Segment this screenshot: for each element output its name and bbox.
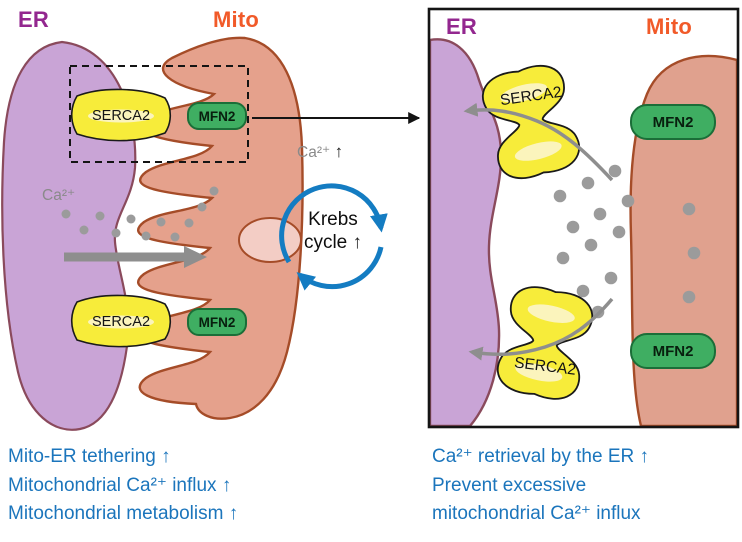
caption-line: Ca²⁺ retrieval by the ER ↑ bbox=[432, 446, 649, 467]
ca-dot bbox=[584, 238, 598, 252]
mfn2-box-left-bottom: MFN2 bbox=[187, 308, 247, 336]
up-arrow: ↑ bbox=[352, 232, 363, 253]
mfn2-label-right-bottom: MFN2 bbox=[652, 342, 694, 360]
zoom-panel-border bbox=[427, 7, 740, 429]
er-label-right: ER bbox=[446, 14, 477, 39]
ca-dot bbox=[184, 218, 194, 228]
mito-label-left: Mito bbox=[213, 7, 260, 32]
zoom-region-dashed-box bbox=[69, 65, 249, 163]
ca-dot bbox=[612, 225, 626, 239]
ca-dot bbox=[608, 164, 622, 178]
caption-left-column: Mito-ER tethering ↑ Mitochondrial Ca²⁺ i… bbox=[8, 443, 238, 529]
ca-dot bbox=[581, 176, 595, 190]
ca-dot bbox=[156, 217, 166, 227]
ca-dot bbox=[197, 202, 207, 212]
caption-line: mitochondrial Ca²⁺ influx bbox=[432, 503, 641, 524]
ca-dot bbox=[553, 189, 567, 203]
er-shape-right bbox=[430, 38, 503, 426]
caption-line: Mitochondrial Ca²⁺ influx ↑ bbox=[8, 474, 232, 496]
mfn2-box-right-bottom: MFN2 bbox=[630, 333, 716, 369]
ca-dot bbox=[111, 228, 121, 238]
mfn2-label-right-top: MFN2 bbox=[652, 113, 694, 131]
mfn2-label-left-bottom: MFN2 bbox=[198, 314, 236, 330]
calcium-ions-left bbox=[61, 186, 219, 242]
ca-dot bbox=[593, 207, 607, 221]
mfn2-box-right-top: MFN2 bbox=[630, 104, 716, 140]
calcium-influx-arrow bbox=[64, 246, 207, 268]
caption-line: Mitochondrial metabolism ↑ bbox=[8, 503, 239, 524]
caption-right-column: Ca²⁺ retrieval by the ER ↑ Prevent exces… bbox=[432, 443, 649, 529]
ca-dot bbox=[126, 214, 136, 224]
serca2-shape-right-top bbox=[481, 64, 581, 180]
ca-retrieval-arrow-top bbox=[463, 102, 614, 182]
mfn2-box-left-top: MFN2 bbox=[187, 102, 247, 130]
ca-dot bbox=[682, 290, 696, 304]
ca-dot bbox=[141, 231, 151, 241]
ca-dot bbox=[576, 284, 590, 298]
ca-dot bbox=[170, 232, 180, 242]
krebs-word-2: cycle bbox=[303, 232, 348, 253]
krebs-word-1: Krebs bbox=[308, 209, 358, 230]
ca-dot bbox=[621, 194, 635, 208]
ca-dot bbox=[566, 220, 580, 234]
ca-dot bbox=[95, 211, 105, 221]
serca2-shape-left-bottom bbox=[70, 294, 172, 348]
serca2-label-left-top: SERCA2 bbox=[91, 108, 151, 124]
ca-dot bbox=[556, 251, 570, 265]
calcium-label: Ca²⁺ bbox=[42, 187, 76, 204]
up-arrow: ↑ bbox=[334, 142, 344, 161]
serca2-shape-left-top bbox=[70, 88, 172, 142]
krebs-cycle-label: Krebs cycle ↑ bbox=[288, 208, 378, 254]
ca-dot bbox=[79, 225, 89, 235]
mito-label-right: Mito bbox=[646, 14, 693, 39]
calcium-increase-text: Ca²⁺ bbox=[297, 144, 331, 161]
mfn2-label-left-top: MFN2 bbox=[198, 108, 236, 124]
caption-line: Prevent excessive bbox=[432, 474, 587, 496]
calcium-ions-right bbox=[553, 164, 701, 319]
serca2-label-left-bottom: SERCA2 bbox=[91, 314, 151, 330]
ca-dot bbox=[209, 186, 219, 196]
ca-dot bbox=[687, 246, 701, 260]
serca2-shape-right-bottom bbox=[496, 286, 594, 400]
ca-dot bbox=[61, 209, 71, 219]
ca-retrieval-arrow-bottom bbox=[468, 297, 614, 361]
er-label-left: ER bbox=[18, 7, 49, 32]
caption-line: Mito-ER tethering ↑ bbox=[8, 446, 171, 467]
ca-dot bbox=[682, 202, 696, 216]
calcium-increase-label: Ca²⁺ ↑ bbox=[297, 142, 343, 162]
krebs-cycle-arrows bbox=[279, 183, 388, 291]
ca-dot bbox=[604, 271, 618, 285]
